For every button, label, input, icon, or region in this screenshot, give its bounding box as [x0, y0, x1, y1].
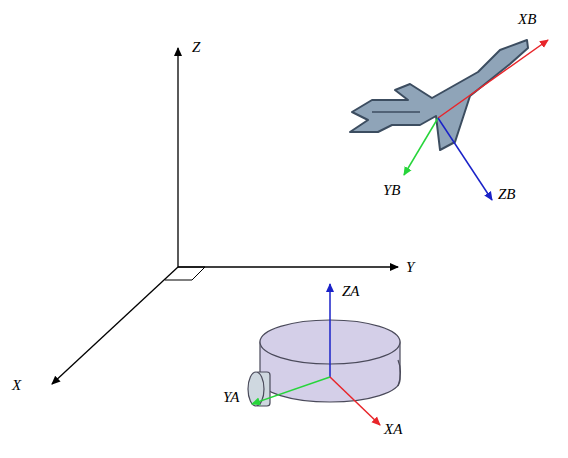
axis-label: ZA — [342, 284, 360, 299]
axis-label: X — [12, 378, 21, 393]
axis-label: YA — [223, 390, 239, 405]
axis-label: Z — [192, 40, 200, 55]
airplane — [350, 40, 528, 150]
body-frame-b — [404, 40, 548, 200]
axis-label: YB — [383, 183, 401, 198]
robot — [248, 320, 401, 406]
axis-label: XA — [384, 422, 402, 437]
body-frame-a — [252, 284, 380, 425]
axis-label: XB — [518, 12, 536, 27]
axis-label: ZB — [498, 187, 516, 202]
axis-label: Y — [406, 260, 414, 275]
